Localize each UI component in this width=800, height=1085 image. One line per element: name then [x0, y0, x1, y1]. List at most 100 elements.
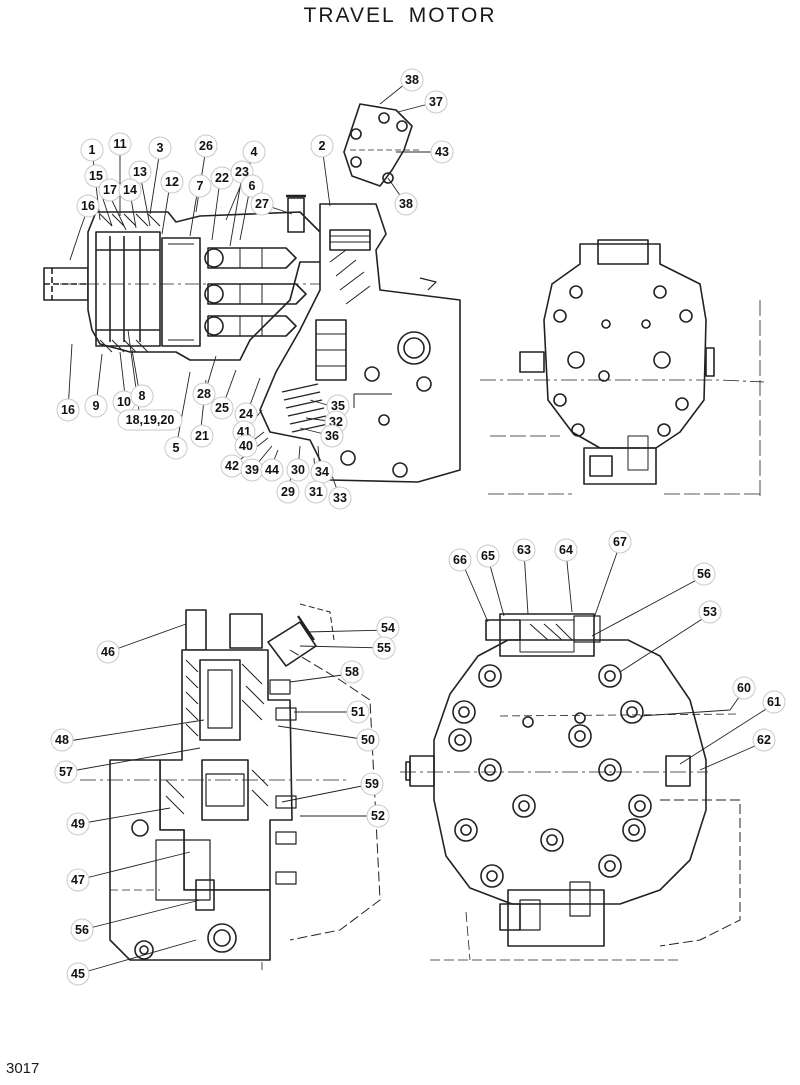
svg-text:50: 50	[361, 733, 375, 747]
svg-text:58: 58	[345, 665, 359, 679]
svg-text:36: 36	[325, 429, 339, 443]
callout-29: 29	[276, 480, 300, 504]
svg-text:49: 49	[71, 817, 85, 831]
callout-25: 25	[210, 396, 234, 420]
svg-text:15: 15	[89, 169, 103, 183]
callout-56-bottom: 56	[70, 918, 94, 942]
cross-section-view	[43, 103, 461, 483]
svg-text:25: 25	[215, 401, 229, 415]
callout-42: 42	[220, 454, 244, 478]
callout-38-top: 38	[400, 68, 424, 92]
callout-27: 27	[250, 192, 274, 216]
callout-24: 24	[234, 402, 258, 426]
svg-text:64: 64	[559, 543, 573, 557]
callout-8: 8	[130, 384, 154, 408]
svg-text:62: 62	[757, 733, 771, 747]
callout-67: 67	[608, 530, 632, 554]
callout-2: 2	[310, 134, 334, 158]
callout-58: 58	[340, 660, 364, 684]
svg-text:37: 37	[429, 95, 443, 109]
svg-text:29: 29	[281, 485, 295, 499]
page-title: TRAVEL MOTOR	[303, 4, 497, 27]
callout-4: 4	[242, 140, 266, 164]
svg-text:27: 27	[255, 197, 269, 211]
svg-text:40: 40	[239, 439, 253, 453]
callout-60: 60	[732, 676, 756, 700]
callout-39: 39	[240, 458, 264, 482]
callout-12: 12	[160, 170, 184, 194]
svg-text:2: 2	[319, 139, 326, 153]
callout-59: 59	[360, 772, 384, 796]
svg-text:4: 4	[251, 145, 258, 159]
svg-text:21: 21	[195, 429, 209, 443]
svg-text:17: 17	[103, 183, 117, 197]
svg-text:28: 28	[197, 387, 211, 401]
svg-text:51: 51	[351, 705, 365, 719]
svg-text:56: 56	[697, 567, 711, 581]
callout-36: 36	[320, 424, 344, 448]
svg-text:31: 31	[309, 485, 323, 499]
callout-50: 50	[356, 728, 380, 752]
svg-text:65: 65	[481, 549, 495, 563]
valve-side-section-view	[80, 603, 381, 970]
callout-16-bottom: 16	[56, 398, 80, 422]
callout-49: 49	[66, 812, 90, 836]
svg-text:44: 44	[265, 463, 279, 477]
callout-43: 43	[430, 140, 454, 164]
svg-text:66: 66	[453, 553, 467, 567]
svg-text:22: 22	[215, 171, 229, 185]
callout-57: 57	[54, 760, 78, 784]
callout-45: 45	[66, 962, 90, 986]
callout-30: 30	[286, 458, 310, 482]
callout-55: 55	[372, 636, 396, 660]
svg-text:12: 12	[165, 175, 179, 189]
callout-51: 51	[346, 700, 370, 724]
svg-text:23: 23	[235, 165, 249, 179]
svg-text:48: 48	[55, 733, 69, 747]
callout-5: 5	[164, 436, 188, 460]
callout-63: 63	[512, 538, 536, 562]
callout-61: 61	[762, 690, 786, 714]
callout-37: 37	[424, 90, 448, 114]
svg-text:1: 1	[89, 143, 96, 157]
valve-cover-view	[400, 613, 741, 961]
svg-text:8: 8	[139, 389, 146, 403]
svg-text:5: 5	[173, 441, 180, 455]
svg-text:13: 13	[133, 165, 147, 179]
callout-53: 53	[698, 600, 722, 624]
svg-text:55: 55	[377, 641, 391, 655]
svg-text:57: 57	[59, 765, 73, 779]
svg-text:53: 53	[703, 605, 717, 619]
svg-text:7: 7	[197, 179, 204, 193]
callout-3: 3	[148, 136, 172, 160]
svg-text:14: 14	[123, 183, 137, 197]
svg-text:34: 34	[315, 465, 329, 479]
callout-13: 13	[128, 160, 152, 184]
svg-text:24: 24	[239, 407, 253, 421]
svg-text:42: 42	[225, 459, 239, 473]
callout-17: 17	[98, 178, 122, 202]
callout-15: 15	[84, 164, 108, 188]
svg-text:45: 45	[71, 967, 85, 981]
svg-text:43: 43	[435, 145, 449, 159]
callout-31: 31	[304, 480, 328, 504]
svg-text:47: 47	[71, 873, 85, 887]
callout-54: 54	[376, 616, 400, 640]
svg-text:33: 33	[333, 491, 347, 505]
svg-text:46: 46	[101, 645, 115, 659]
callout-33: 33	[328, 486, 352, 510]
callout-1: 1	[80, 138, 104, 162]
callout-46: 46	[96, 640, 120, 664]
callout-26: 26	[194, 134, 218, 158]
svg-text:10: 10	[117, 395, 131, 409]
rear-end-view	[480, 239, 765, 500]
callout-28: 28	[192, 382, 216, 406]
callout-56-top: 56	[692, 562, 716, 586]
svg-text:3: 3	[157, 141, 164, 155]
callout-66: 66	[448, 548, 472, 572]
svg-text:35: 35	[331, 399, 345, 413]
callout-6: 6	[240, 174, 264, 198]
svg-text:26: 26	[199, 139, 213, 153]
svg-text:11: 11	[113, 137, 126, 151]
svg-text:67: 67	[613, 535, 627, 549]
